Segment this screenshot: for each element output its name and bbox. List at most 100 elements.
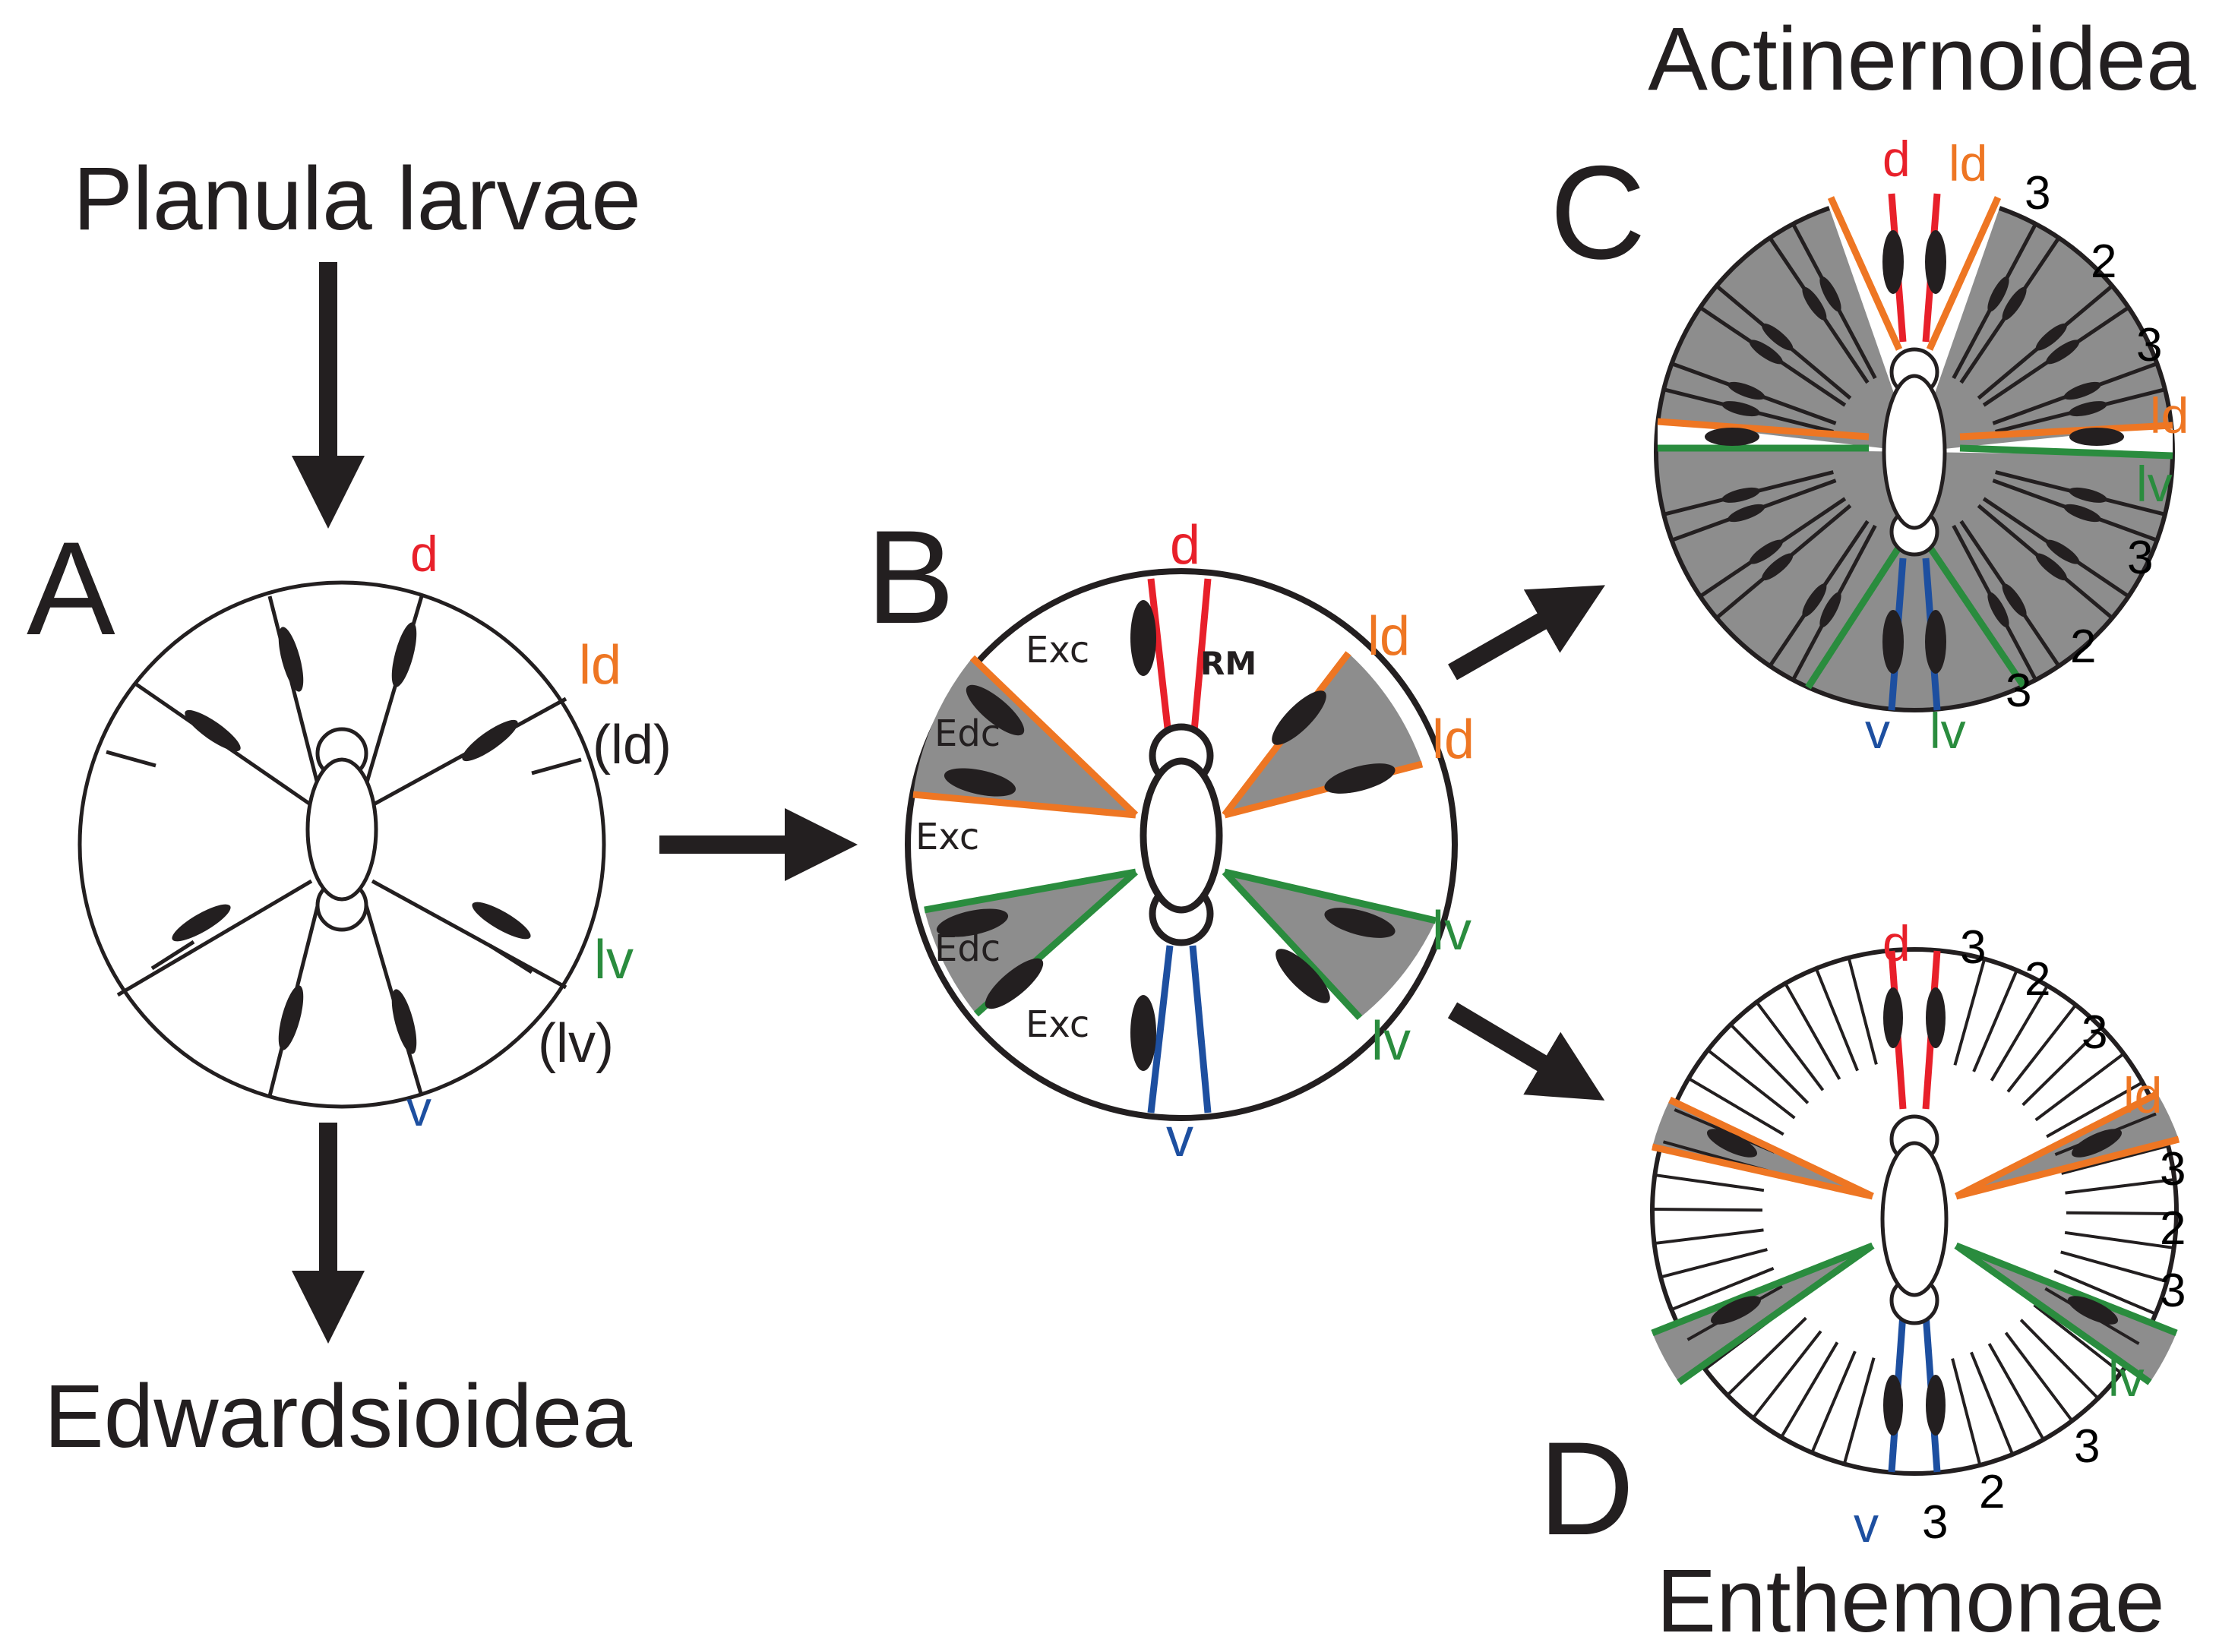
panel-c-retractor-muscle: [1925, 230, 1946, 294]
panel-c-retractor-muscle: [2035, 323, 2067, 351]
panel-c-label-3: 3: [2127, 532, 2153, 584]
panel-b-retractor-muscle: [966, 684, 1025, 736]
panel-d-retractor-muscle: [1710, 1296, 1762, 1325]
panel-c-exocoel-white: [1823, 191, 2006, 452]
panel-d-mesentery: [1781, 1341, 1839, 1437]
panel-c-retractor-muscle: [2046, 340, 2080, 365]
panel-b-label-v: v: [1166, 1107, 1193, 1168]
planula-larvae-title: Planula larvae: [73, 149, 641, 249]
panel-a-label-ld-paren: (ld): [593, 715, 672, 775]
panel-c-retractor-muscle: [1987, 276, 2009, 312]
panel-c-retractor-muscle: [1762, 553, 1794, 581]
panel-b-mesentery-lv: [1223, 868, 1437, 924]
panel-c-retractor-muscle: [1882, 610, 1904, 674]
panel-b-label-lv: lv: [1432, 901, 1471, 962]
panel-c-retractor-muscle: [2069, 428, 2124, 446]
panel-d-mesentery: [2033, 1303, 2121, 1373]
panel-a-retractor-muscle: [278, 627, 304, 692]
panel-d-label-d: d: [1882, 915, 1911, 971]
panel-d-label-3: 3: [2074, 1420, 2100, 1473]
panel-a-retractor-muscle: [185, 709, 241, 752]
panel-c-retractor-muscle: [2063, 381, 2101, 400]
panel-b-retractor-muscle: [985, 958, 1044, 1009]
panel-d-mesentery: [2065, 1178, 2173, 1195]
panel-d-mesentery: [2066, 1211, 2176, 1215]
panel-c-mesentery-ld: [1657, 418, 1870, 441]
panel-d-retractor-muscle: [1706, 1129, 1758, 1158]
panel-b-label-d: d: [1170, 515, 1200, 576]
panel-a-diagram: d ld (ld) lv (lv) v: [77, 526, 672, 1136]
panel-d-label-v: v: [1854, 1496, 1879, 1553]
panel-d-label-lv: lv: [2108, 1350, 2145, 1407]
panel-d-label-2: 2: [2160, 1202, 2186, 1255]
panel-d-mesentery: [1987, 1343, 2044, 1439]
panel-c-retractor-muscle: [2069, 401, 2107, 417]
panel-a-pharynx: [305, 757, 378, 902]
panel-d-retractor-muscle: [1926, 987, 1946, 1048]
panel-b-endocoel: [925, 872, 1136, 1014]
panel-d-mesentery-lv: [1677, 1243, 1875, 1385]
panel-c-label-3: 3: [2006, 665, 2031, 717]
panel-b-retractor-muscle: [1130, 600, 1156, 676]
panel-d-mesentery: [1756, 1002, 1825, 1091]
panel-d-mesentery: [1708, 1050, 1796, 1120]
panel-d-mesentery: [1970, 1351, 2014, 1454]
panel-a-mesentery: [116, 879, 313, 997]
panel-c-label-d: d: [1882, 131, 1911, 187]
panel-c-retractor-muscle: [1819, 592, 1841, 628]
panel-d-label-2: 2: [1979, 1466, 2005, 1518]
panel-d-mesentery: [2053, 1269, 2155, 1315]
panel-d-mesentery: [2021, 1028, 2102, 1107]
panel-d-endocoel: [1956, 1246, 2176, 1382]
panel-b-mesentery-lv: [924, 868, 1136, 914]
panel-c-retractor-muscle: [2002, 286, 2027, 321]
panel-d-mesentery: [1784, 984, 1841, 1080]
panel-b-label-edc: Edc: [934, 927, 1000, 970]
enthemonae-title: Enthemonae: [1656, 1551, 2164, 1651]
panel-c-label-2: 2: [2070, 621, 2096, 673]
panel-b-retractor-muscle: [936, 908, 1009, 937]
panel-d-retractor-muscle: [1883, 987, 1903, 1048]
panel-a-label-lv: lv: [594, 930, 634, 990]
panel-d-endocoel: [1652, 1246, 1873, 1382]
panel-d-label-ld: ld: [2123, 1067, 2162, 1123]
panel-d-mesentery: [2004, 1331, 2072, 1421]
panel-c-retractor-muscle: [1762, 323, 1794, 351]
panel-b-diagram: Exc Edc Exc Edc Exc RM d ld ld lv lv v: [905, 515, 1475, 1168]
panel-b-label-ld: ld: [1432, 709, 1475, 770]
panel-b-retractor-muscle: [1130, 995, 1156, 1071]
panel-c-retractor-muscle: [1925, 610, 1946, 674]
panel-d-label-3: 3: [2160, 1143, 2186, 1196]
panel-d-mesentery-ld: [1652, 1143, 1873, 1200]
panel-a-imperfect-mesentery: [106, 750, 156, 768]
panel-c-label-v: v: [1865, 703, 1890, 759]
panel-b-mesentery-d: [1147, 578, 1174, 749]
panel-c-mesentery-ld: [1959, 422, 2173, 441]
panel-c-retractor-muscle: [1727, 381, 1765, 400]
panel-d-mesentery: [1661, 1248, 1768, 1278]
panel-a-label-lv-paren: (lv): [538, 1013, 614, 1074]
panel-a-imperfect-mesentery: [150, 940, 195, 971]
panel-c-retractor-muscle: [1819, 276, 1841, 312]
panel-d-mesentery: [1656, 1173, 1765, 1192]
panel-c-retractor-muscle: [2035, 553, 2067, 581]
panel-b-label-lv: lv: [1371, 1011, 1411, 1072]
panel-b-label-rm: RM: [1200, 645, 1257, 682]
panel-d-mesentery: [1655, 1228, 1764, 1245]
panel-d-mesentery: [1972, 971, 2018, 1072]
panel-b-mesentery-v: [1189, 945, 1212, 1113]
panel-c-retractor-muscle: [2002, 583, 2027, 618]
panel-d-mesentery: [1727, 1316, 1807, 1395]
panel-c-thin-mesenteries: [1664, 224, 2164, 680]
panel-a-retractor-muscle: [462, 719, 518, 762]
panel-c-diagram: d ld 3 2 3 ld lv 3 2 3 lv v: [1654, 131, 2189, 759]
panel-c-retractor-muscle: [1802, 583, 1827, 618]
panel-b-retractor-muscle: [944, 768, 1016, 797]
panel-d-mesentery: [1653, 1208, 1763, 1212]
panel-d-mesentery: [1753, 1330, 1822, 1418]
panel-c-retractor-muscle: [1721, 487, 1760, 503]
panel-b-label-ld: ld: [1367, 606, 1410, 667]
panel-d-mesentery: [1731, 1024, 1810, 1104]
panel-a-retractor-muscle: [472, 902, 531, 940]
panel-d-mesentery-lv: [1955, 1242, 2178, 1337]
